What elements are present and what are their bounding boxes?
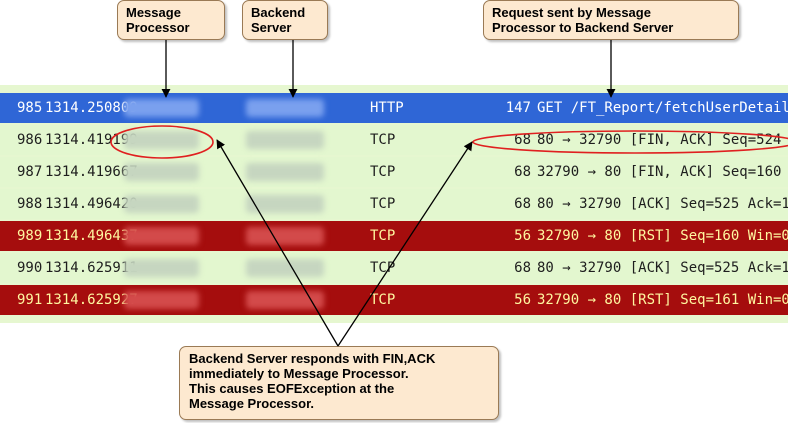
request-callout: Request sent by Message Processor to Bac…	[483, 0, 739, 40]
packet-destination-redacted	[246, 131, 324, 149]
packet-source-redacted	[124, 195, 199, 213]
packet-info: 80 → 32790 [FIN, ACK] Seq=524 Ack=81 Win…	[537, 132, 788, 148]
packet-protocol: TCP	[370, 164, 396, 180]
packet-source-redacted	[124, 259, 199, 277]
packet-number: 988	[17, 196, 43, 212]
packet-length: 68	[514, 132, 531, 148]
packet-protocol: HTTP	[370, 100, 404, 116]
packet-length: 68	[514, 196, 531, 212]
packet-source-redacted	[124, 227, 199, 245]
packet-source-redacted	[124, 163, 199, 181]
packet-destination-redacted	[246, 227, 324, 245]
packet-number: 985	[17, 100, 43, 116]
packet-length: 56	[514, 292, 531, 308]
packet-time: 1314.625927	[45, 292, 138, 308]
packet-time: 1314.625911	[45, 260, 138, 276]
packet-number: 990	[17, 260, 43, 276]
packet-destination-redacted	[246, 291, 324, 309]
arrow-to-source	[216, 139, 339, 347]
packet-length: 68	[514, 164, 531, 180]
packet-destination-redacted	[246, 259, 324, 277]
packet-number: 989	[17, 228, 43, 244]
packet-info: 32790 → 80 [RST] Seq=160 Win=0 Len=0	[537, 228, 788, 244]
packet-protocol: TCP	[370, 292, 396, 308]
message-processor-callout: Message Processor	[117, 0, 225, 40]
packet-time: 1314.419667	[45, 164, 138, 180]
packet-time: 1314.250809	[45, 100, 138, 116]
packet-number: 986	[17, 132, 43, 148]
highlight-source-ellipse	[110, 125, 214, 159]
packet-protocol: TCP	[370, 196, 396, 212]
packet-protocol: TCP	[370, 260, 396, 276]
packet-info: 32790 → 80 [FIN, ACK] Seq=160 Ack=525 Wi…	[537, 164, 788, 180]
packet-info: 80 → 32790 [ACK] Seq=525 Ack=161 Win=268…	[537, 260, 788, 276]
packet-info: 80 → 32790 [ACK] Seq=525 Ack=160 Win=268…	[537, 196, 788, 212]
packet-source-redacted	[124, 99, 199, 117]
packet-destination-redacted	[246, 195, 324, 213]
packet-time: 1314.496420	[45, 196, 138, 212]
packet-number: 991	[17, 292, 43, 308]
packet-destination-redacted	[246, 99, 324, 117]
arrow-to-info	[337, 141, 473, 347]
packet-length: 56	[514, 228, 531, 244]
packet-info: 32790 → 80 [RST] Seq=161 Win=0 Len=0	[537, 292, 788, 308]
packet-length: 147	[505, 100, 531, 116]
packet-number: 987	[17, 164, 43, 180]
packet-protocol: TCP	[370, 132, 396, 148]
backend-server-callout: Backend Server	[242, 0, 328, 40]
packet-protocol: TCP	[370, 228, 396, 244]
highlight-info-ellipse	[472, 130, 788, 154]
packet-time: 1314.496437	[45, 228, 138, 244]
packet-length: 68	[514, 260, 531, 276]
packet-destination-redacted	[246, 163, 324, 181]
packet-source-redacted	[124, 291, 199, 309]
packet-source-redacted	[124, 131, 199, 149]
packet-info: GET /FT_Report/fetchUserDetails/ARN-0262…	[537, 100, 788, 116]
response-callout: Backend Server responds with FIN,ACK imm…	[179, 346, 499, 420]
